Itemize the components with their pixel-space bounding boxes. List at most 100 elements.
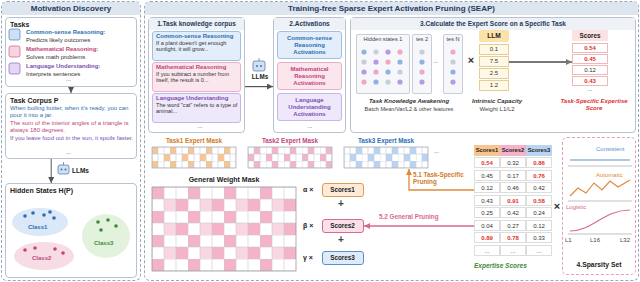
node-text: Common-sense Reasoning [156, 33, 239, 40]
step-box: 1.Task knowledge corpusCommon-sense Reas… [148, 17, 245, 133]
deco-rect [152, 187, 296, 271]
node-text: Solves math problems [26, 54, 134, 61]
deco-circle [31, 211, 35, 215]
label-text: ... [434, 148, 448, 155]
node-text: tes 2 [414, 36, 430, 43]
deco-circle [373, 59, 378, 64]
node-text: Mathematical Reasoning: [26, 46, 134, 53]
deco-circle [419, 79, 424, 84]
node-text: ... [572, 86, 608, 93]
deco-line [568, 166, 632, 167]
node-text: ... [526, 245, 552, 256]
node-text: Common-sense Reasoning Activations [280, 35, 339, 56]
activation-box: Mathematical Reasoning Activations [277, 62, 342, 90]
node-text: ... [66, 149, 86, 156]
node-text: Task1 Expert Mask [148, 137, 240, 145]
node-text: Expertise Scores [474, 262, 552, 270]
node-text: 0.58 [526, 195, 552, 206]
label-text: + [338, 234, 348, 246]
label-text: LLMs [72, 167, 96, 175]
label-text: Weight L1/L2 [468, 106, 526, 113]
deco-circle [373, 69, 378, 74]
deco-path [570, 159, 630, 160]
node-text: 0.91 [500, 195, 526, 206]
deco-circle [373, 79, 378, 84]
node-text: Mathematical Reasoning Activations [280, 66, 339, 87]
deco-circle [61, 251, 65, 255]
deco-line [568, 201, 632, 202]
node-text: Hidden states 1 [358, 36, 408, 43]
node-text: Hidden States H(P) [10, 186, 134, 195]
deco-circle [419, 69, 424, 74]
node-text: The word "cat" refers to a type of anima… [156, 102, 239, 115]
node-text: 0.27 [500, 220, 526, 231]
node-text: 0.42 [526, 182, 552, 193]
corpus-box: Task Corpus PWhen boiling butter, when i… [5, 93, 137, 159]
node-text: Scores [572, 30, 608, 41]
expert-mask: Task1 Expert Mask [148, 137, 240, 169]
label-text: Batch Mean/Var/L2 & other features [354, 106, 464, 113]
task-item: Common-sense ReasoningIf a plant doesn't… [152, 31, 241, 61]
llm-icon [58, 162, 69, 174]
deco-ellipse [14, 242, 74, 270]
node-text: ... [66, 76, 86, 83]
node-text: General Weight Mask [148, 175, 300, 184]
node-text: LLM [479, 30, 509, 42]
score-box: Scores1 [322, 183, 364, 197]
deco-circle [450, 59, 455, 64]
connector [245, 86, 273, 87]
node-text: 0.46 [500, 182, 526, 193]
deco-circle [52, 216, 56, 220]
node-text: 0.24 [526, 207, 552, 218]
deco-circle [361, 79, 366, 84]
label-text: ... [190, 123, 210, 130]
weight-mask: General Weight Mask [148, 174, 300, 278]
label-text: × [465, 54, 477, 66]
node-text: Motivation Discovery [2, 2, 140, 15]
task-item: Mathematical ReasoningIf you subtract a … [152, 62, 241, 92]
deco-circle [260, 65, 262, 67]
node-text: 0.89 [474, 232, 500, 243]
deco-rect [443, 34, 463, 94]
deco-circle [23, 248, 27, 252]
node-text: 0.76 [526, 170, 552, 181]
label-text: Class2 [32, 255, 62, 262]
panel: Training-free Sparse Expert Activation P… [144, 1, 639, 281]
node-text: Task2 Expert Mask [244, 137, 336, 145]
node-text: tes N [445, 36, 461, 43]
weight-column: LLM0.17.52.51.2 [479, 30, 509, 94]
hidden-state-card: tes 2 [412, 34, 432, 94]
deco-line [259, 58, 260, 61]
node-text: 2.Activations [274, 18, 345, 30]
label-text: Class3 [94, 240, 124, 247]
label-text: Automatic [596, 172, 634, 179]
node-text: Scores1 [474, 145, 500, 156]
deco-circle [397, 49, 402, 54]
node-text: Predicts likely outcomes [26, 37, 134, 44]
node-text: 1.Task knowledge corpus [149, 18, 244, 30]
score-box: Scores3 [322, 251, 364, 265]
node-text: 0.12 [474, 182, 500, 193]
node-text: If you leave food out in the sun, it spo… [10, 135, 134, 142]
task-box: TasksCommon-sense Reasoning:Predicts lik… [5, 17, 137, 87]
deco-circle [23, 214, 27, 218]
deco-circle [419, 49, 424, 54]
node-text: 0.04 [474, 220, 500, 231]
deco-circle [61, 169, 63, 171]
deco-circle [385, 59, 390, 64]
node-text: When boiling butter, when it's ready, yo… [10, 105, 134, 119]
node-text: 0.78 [500, 232, 526, 243]
node-text: Language Understanding [156, 95, 239, 102]
connector [364, 225, 474, 226]
deco-rect [248, 147, 332, 168]
node-text: Common-sense Reasoning: [26, 29, 134, 36]
node-text: ... [474, 245, 500, 256]
node-text: Language Understanding Activations [280, 97, 339, 118]
hidden-state-card: Hidden states 1 [356, 34, 410, 94]
deco-rect [253, 61, 265, 71]
step-box: 2.ActivationsCommon-sense Reasoning Acti… [273, 17, 346, 133]
deco-ellipse [12, 208, 68, 236]
expert-mask: Task2 Expert Mask [244, 137, 336, 169]
activation-box: Common-sense Reasoning Activations [277, 31, 342, 59]
